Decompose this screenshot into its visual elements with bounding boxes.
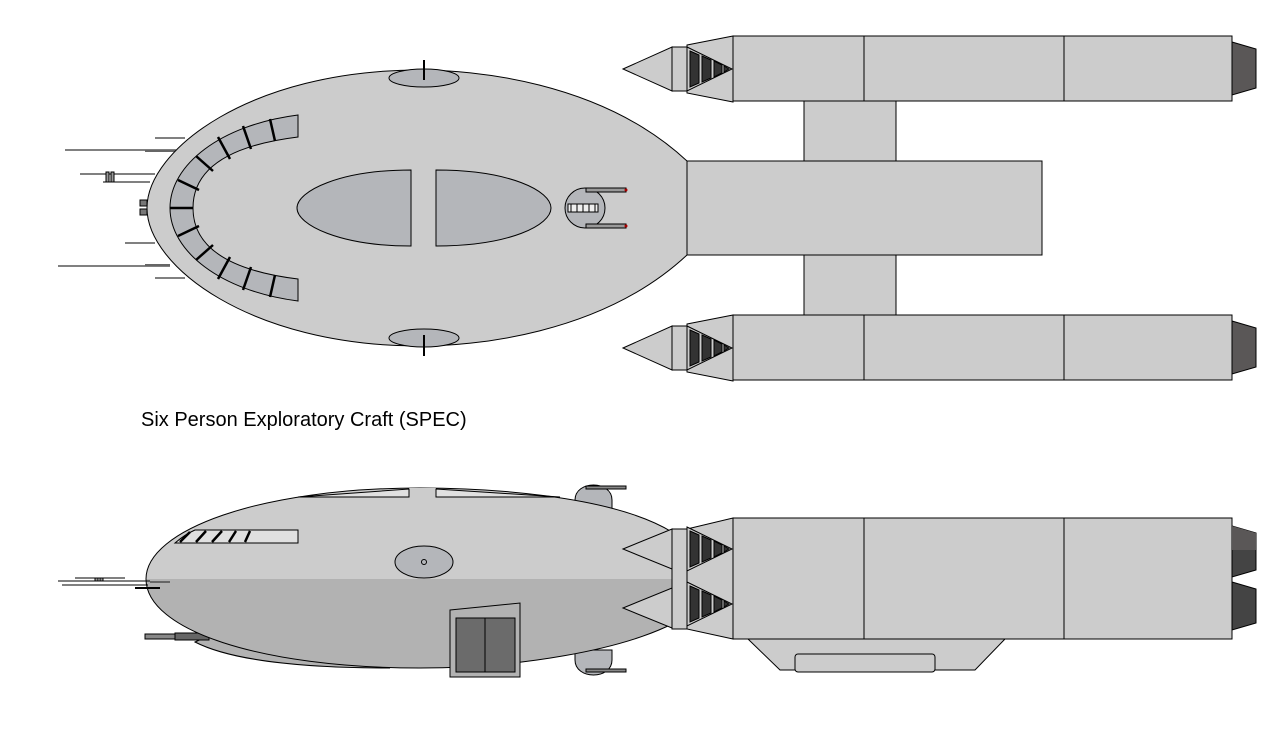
lower-pylon xyxy=(803,253,897,317)
canopy-right xyxy=(435,169,552,247)
nacelle-upper xyxy=(623,35,1257,102)
antenna-array xyxy=(58,137,185,279)
airlock-door xyxy=(449,602,521,678)
engineering-hull xyxy=(685,160,1043,256)
nacelle-lower xyxy=(623,314,1257,381)
top-view xyxy=(58,35,1257,381)
side-nacelle xyxy=(621,517,1257,673)
canopy-left xyxy=(296,169,412,247)
side-view xyxy=(58,484,1257,678)
saucer-hull xyxy=(146,69,688,347)
side-windows xyxy=(173,529,299,544)
upper-pylon xyxy=(803,99,897,163)
turret xyxy=(564,187,628,229)
exhaust-lower xyxy=(1231,320,1257,375)
exhaust-upper xyxy=(1231,41,1257,96)
drawing-caption: Six Person Exploratory Craft (SPEC) xyxy=(141,409,467,431)
side-hatch xyxy=(394,545,454,579)
bridge-window-band xyxy=(169,114,299,302)
side-antennas xyxy=(58,577,170,589)
